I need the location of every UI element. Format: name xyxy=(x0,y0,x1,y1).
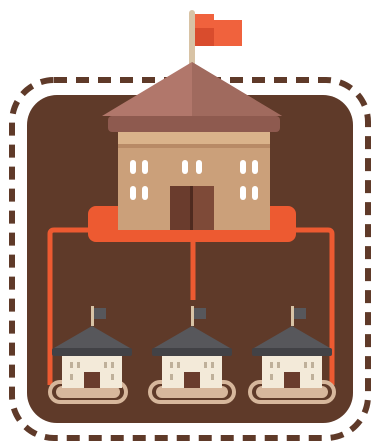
flag xyxy=(189,10,242,68)
flagpole xyxy=(189,10,195,68)
main-building xyxy=(102,62,282,230)
